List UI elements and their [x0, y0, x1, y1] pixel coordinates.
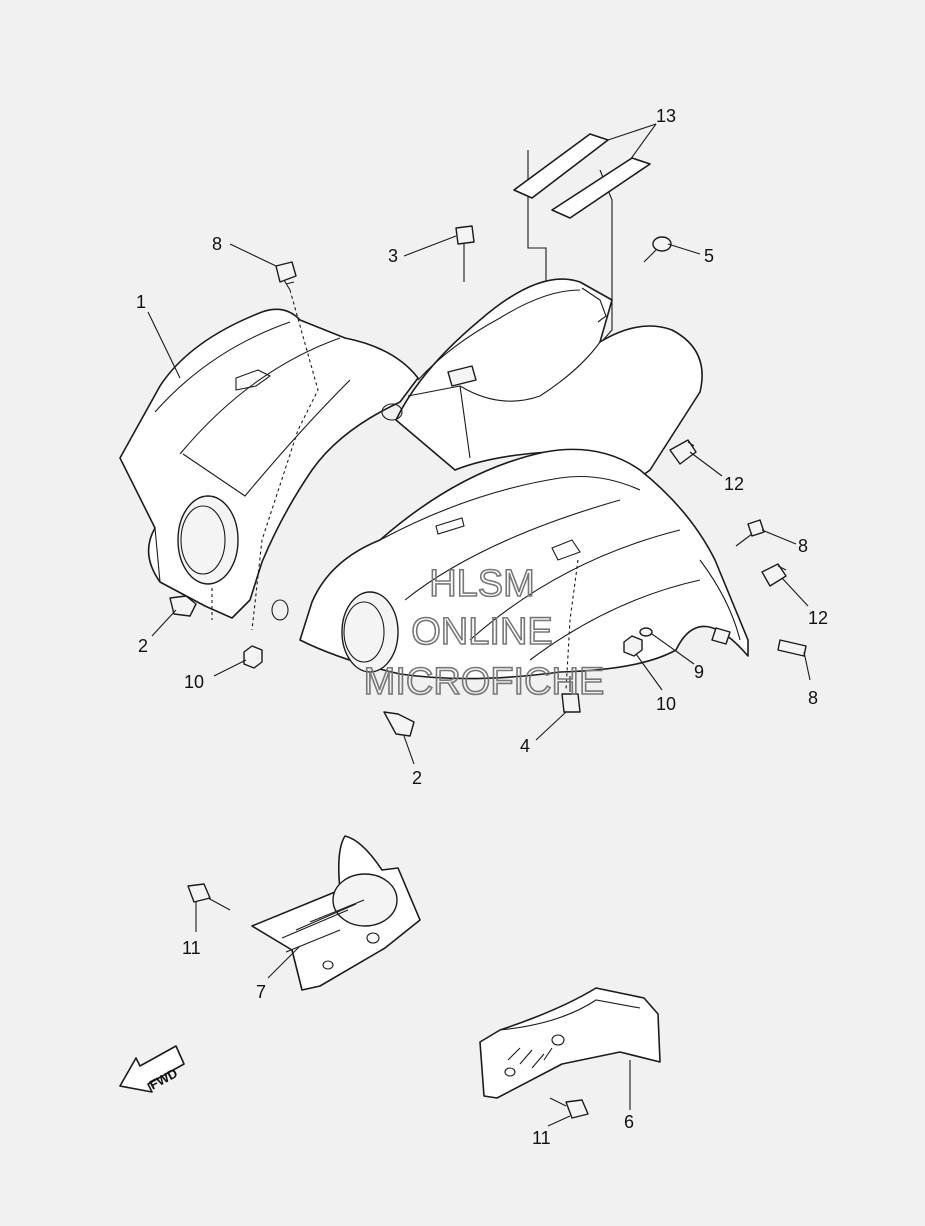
label-part-11-left: 11	[182, 938, 201, 958]
label-part-12-right: 12	[808, 608, 828, 628]
bolt-3	[455, 225, 475, 282]
watermark: HLSM ONLINE MICROFICHE	[363, 562, 605, 704]
part-1-front-fender	[119, 308, 419, 621]
bolt-8-bottom-right	[711, 627, 807, 657]
label-part-6: 6	[624, 1112, 634, 1132]
rear-fender	[299, 448, 749, 680]
label-part-1: 1	[136, 292, 146, 312]
rivet-12-right	[761, 563, 787, 587]
nut-10-left	[243, 645, 263, 669]
label-part-7: 7	[256, 982, 266, 1002]
watermark-line-3: MICROFICHE	[364, 661, 605, 703]
bolt-2-left	[169, 595, 197, 617]
label-part-8-top: 8	[212, 234, 222, 254]
watermark-line-1: HLSM	[429, 563, 535, 605]
bolt-4	[561, 676, 581, 713]
bolt-11-left	[187, 883, 231, 911]
label-part-2-center: 2	[412, 768, 422, 788]
watermark-line-2: ONLINE	[411, 611, 552, 653]
label-part-3: 3	[388, 246, 398, 266]
label-part-5: 5	[704, 246, 714, 266]
fwd-arrow: FWD	[119, 1045, 185, 1093]
part-6-guard	[479, 987, 661, 1099]
dashed-guide	[565, 559, 579, 691]
part-13-strips	[513, 133, 651, 349]
label-part-10-right: 10	[656, 694, 676, 714]
screw-5	[643, 236, 672, 263]
label-part-13: 13	[656, 106, 676, 126]
dashed-guide	[251, 289, 319, 631]
bolt-11-right	[549, 1097, 589, 1119]
part-7-guard	[251, 835, 421, 991]
bolt-2-center	[383, 711, 415, 737]
label-part-9: 9	[694, 662, 704, 682]
rivet-12-top	[669, 439, 697, 465]
leader-lines	[147, 123, 811, 1127]
label-part-11-right: 11	[532, 1128, 551, 1148]
label-part-10-left: 10	[184, 672, 204, 692]
label-part-12-top: 12	[724, 474, 744, 494]
label-part-4: 4	[520, 736, 530, 756]
label-part-2-left: 2	[138, 636, 148, 656]
label-part-8-bottom: 8	[808, 688, 818, 708]
washer-9	[639, 627, 653, 637]
bolt-8-top	[275, 261, 297, 291]
nut-10-right	[623, 635, 643, 657]
label-part-8-right: 8	[798, 536, 808, 556]
bolt-8-right	[735, 519, 765, 547]
